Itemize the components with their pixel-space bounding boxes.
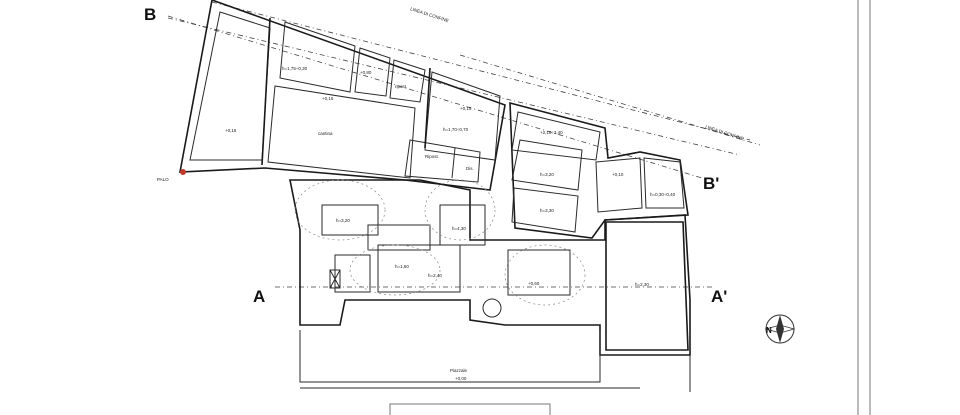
palo-marker: [180, 169, 186, 175]
room-label: +0,15: [322, 96, 334, 101]
vault-arcs: [294, 179, 586, 306]
piazzale-label: Piazzale: [450, 368, 468, 373]
room-label: h=2,30: [635, 282, 649, 287]
room-label: +0,10: [612, 172, 624, 177]
room-label: h=1,75÷0,30: [282, 66, 308, 71]
bottom-frame: [389, 403, 551, 415]
north-label: N: [766, 326, 772, 335]
lower-block: [289, 179, 691, 356]
room-label: +0,15: [460, 106, 472, 111]
room-labels: +0,15 h=1,75÷0,30 +0,80 h=1,70÷0,70 ripo…: [225, 66, 676, 381]
right-wing: [509, 101, 689, 239]
boundary-lines: [167, 1, 761, 156]
boundary-label-right: LINEA DI CONFINE: [705, 124, 745, 141]
room-label: +0,60: [528, 281, 540, 286]
room-label: h=1,70÷0,70: [443, 127, 469, 132]
room-label: h=3,30: [540, 208, 554, 213]
room-label: Ripost.: [425, 154, 439, 159]
room-label: h=3,20: [336, 218, 350, 223]
room-label: h=0,30÷0,40: [650, 192, 676, 197]
room-label: h=4,30: [452, 226, 466, 231]
room-label: h=3,20: [540, 172, 554, 177]
room-label: h=1,60: [395, 264, 409, 269]
room-label: cantina: [318, 131, 333, 136]
section-label-b-right: B': [703, 174, 719, 193]
room-label: ripost.: [395, 84, 407, 89]
section-label-a-left: A: [253, 287, 265, 306]
room-label: Dis.: [466, 166, 474, 171]
room-label: +0,00: [455, 376, 467, 381]
upper-wing: [179, 0, 506, 191]
boundary-label-top: LINEA DI CONFINE: [410, 6, 450, 23]
room-label: h=2,40: [428, 273, 442, 278]
palo-label: PALO: [157, 177, 169, 182]
room-label: +0,80: [360, 70, 372, 75]
room-label: +0,15: [225, 128, 237, 133]
piazzale-area: [299, 298, 691, 392]
north-arrow: N: [764, 314, 796, 344]
room-label: +2,10÷3,40: [540, 130, 563, 135]
section-label-a-right: A': [711, 287, 727, 306]
section-label-b-left: B: [144, 5, 156, 24]
section-line-b: [167, 15, 703, 179]
